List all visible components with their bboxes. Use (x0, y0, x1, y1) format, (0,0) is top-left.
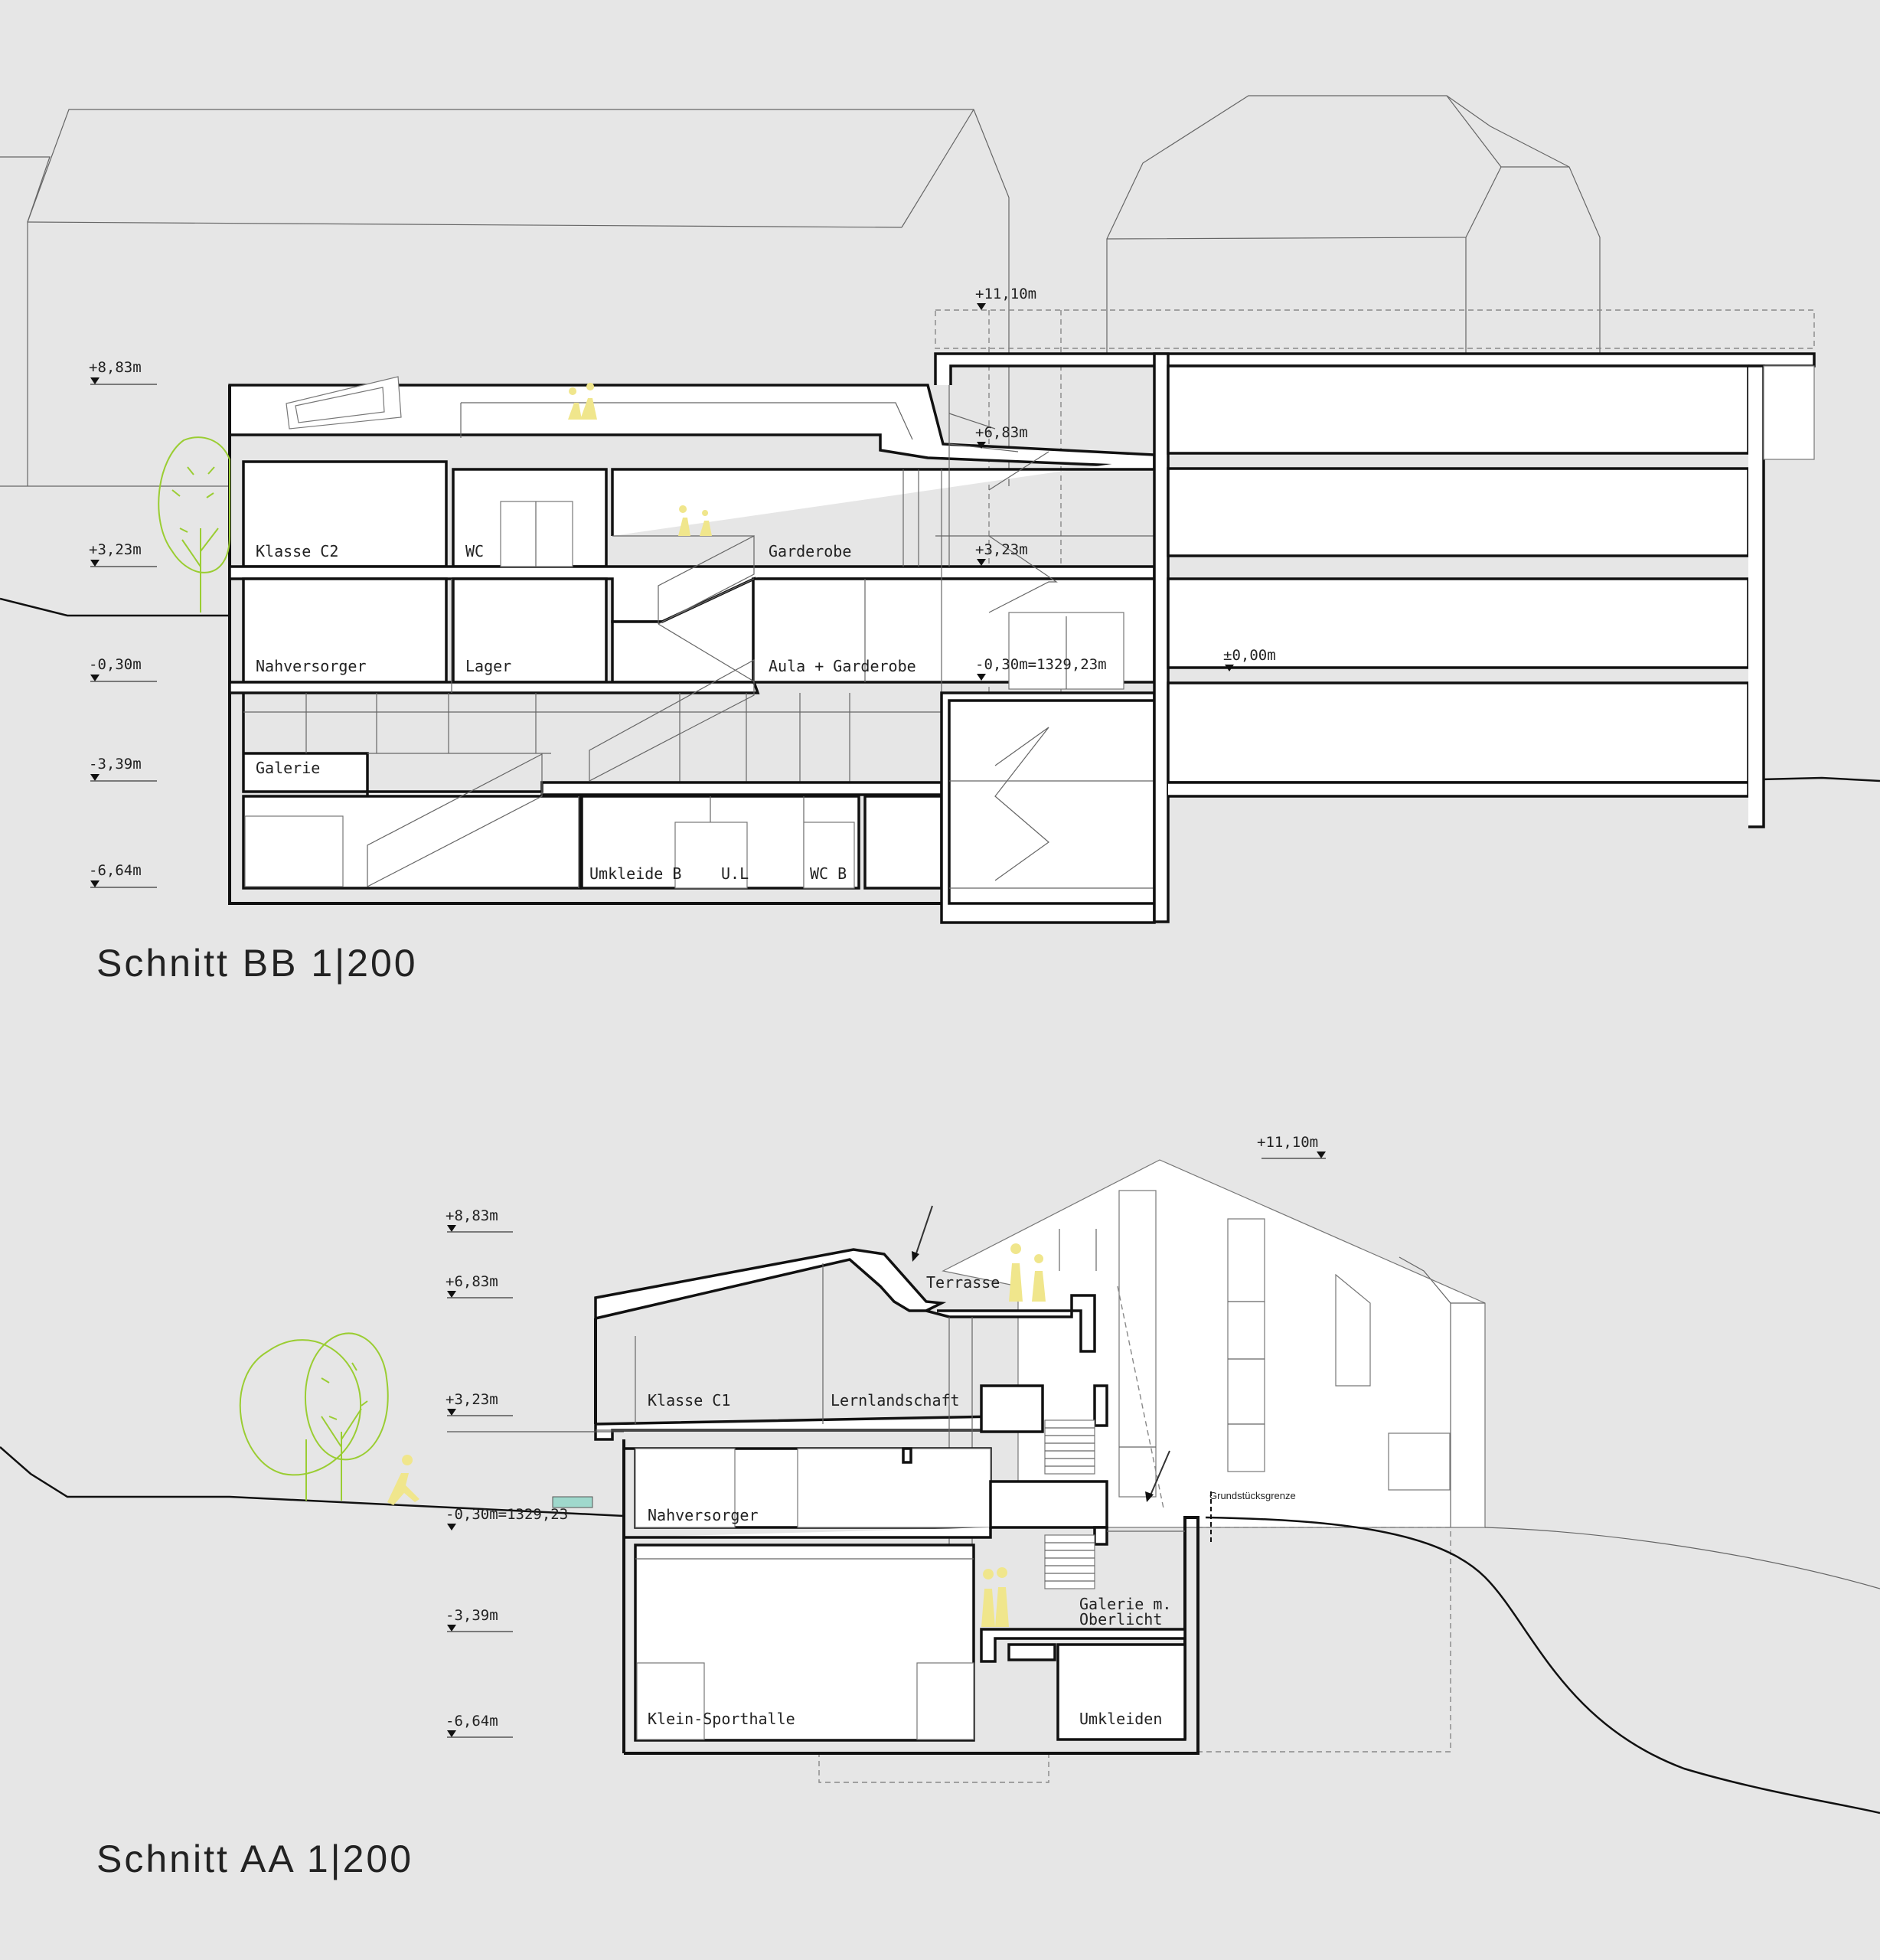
room-label: Lernlandschaft (831, 1391, 960, 1410)
stair-core-bb (934, 352, 1816, 924)
property-boundary: Grundstücksgrenze (1209, 1490, 1296, 1545)
room-labels-aa: Terrasse Klasse C1 Lernlandschaft Nahver… (648, 1273, 1171, 1728)
room-label: Umkleide B (589, 864, 681, 883)
terrain-line-bb-left (0, 597, 230, 617)
core-marks-bb: +11,10m +6,83m +3,23m -0,30m=1329,23m ±0… (975, 286, 1276, 681)
room-label: Galerie (256, 759, 320, 777)
level-marks-bb: +8,83m +3,23m -0,30m -3,39m -6,64m (89, 359, 157, 888)
section-bb: +8,83m +3,23m -0,30m -3,39m -6,64m +11,1… (0, 95, 1880, 985)
room-label: WC (465, 542, 484, 560)
room-label: Umkleiden (1079, 1710, 1162, 1728)
dashed-outline (1197, 1527, 1451, 1753)
section-title: Schnitt AA 1|200 (96, 1838, 413, 1880)
level-label: -3,39m (446, 1607, 498, 1624)
room-label: Terrasse (926, 1273, 1000, 1292)
level-label: -0,30m=1329,23m (975, 656, 1107, 673)
level-label: +3,23m (975, 541, 1028, 558)
people-aa (387, 1243, 1046, 1627)
background-building-aa (942, 1159, 1486, 1528)
level-marks-aa: +8,83m +6,83m +3,23m -0,30m=1329,23 -3,3… (446, 1134, 1326, 1738)
level-label: -6,64m (446, 1713, 498, 1730)
neighbour-building-left (0, 109, 1010, 487)
trees-aa (239, 1332, 389, 1501)
bench (552, 1496, 593, 1508)
room-label: Klasse C2 (256, 542, 338, 560)
tree-bb (158, 436, 230, 612)
room-label: Galerie m. (1079, 1595, 1171, 1613)
level-label: -6,64m (89, 862, 142, 879)
room-label: Garderobe (769, 542, 851, 560)
room-labels-bb: Klasse C2 WC Garderobe Nahversorger Lage… (256, 542, 916, 883)
room-label: Nahversorger (648, 1506, 759, 1524)
neighbour-building-right (1106, 95, 1601, 354)
level-label: +11,10m (1257, 1134, 1318, 1151)
room-label: Klein-Sporthalle (648, 1710, 795, 1728)
level-label: +8,83m (446, 1207, 498, 1224)
level-label: +6,83m (446, 1273, 498, 1290)
level-label: -0,30m (89, 656, 142, 673)
building-bb-left (228, 376, 1156, 905)
level-label: +6,83m (975, 424, 1028, 441)
dashed-outline (818, 1752, 1049, 1783)
level-label: -0,30m=1329,23 (446, 1506, 568, 1523)
terrain-line-bb-right (1760, 776, 1880, 782)
boundary-label: Grundstücksgrenze (1209, 1490, 1296, 1501)
people-bb (568, 383, 712, 536)
room-label: Klasse C1 (648, 1391, 730, 1410)
terrain-line-aa-left (0, 1446, 625, 1517)
level-label: ±0,00m (1223, 647, 1276, 664)
level-label: +8,83m (89, 359, 142, 376)
level-label: +3,23m (446, 1391, 498, 1408)
room-label: Lager (465, 657, 511, 675)
building-bb-right (1153, 352, 1815, 923)
building-aa (594, 1248, 1199, 1755)
room-label: U.L (721, 864, 749, 883)
terrain-line-aa-right (1205, 1516, 1880, 1815)
section-aa: +8,83m +6,83m +3,23m -0,30m=1329,23 -3,3… (0, 1134, 1880, 1880)
level-label: +11,10m (975, 286, 1036, 302)
room-label: WC B (810, 864, 847, 883)
room-label: Aula + Garderobe (769, 657, 916, 675)
room-label: Nahversorger (256, 657, 367, 675)
level-label: -3,39m (89, 756, 142, 773)
room-label: Oberlicht (1079, 1610, 1162, 1628)
stairs-aa (1044, 1419, 1095, 1589)
section-title: Schnitt BB 1|200 (96, 942, 418, 985)
level-label: +3,23m (89, 541, 142, 558)
dashed-outline (935, 309, 1815, 349)
